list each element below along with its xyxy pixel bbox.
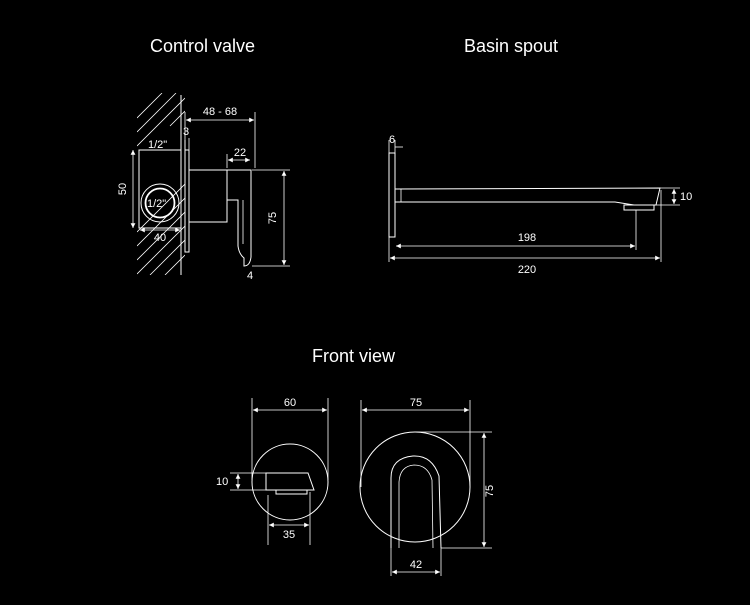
dim-depth: 48 - 68 — [203, 106, 237, 118]
spout-tube — [394, 187, 661, 206]
dim-handle-height: 75 — [267, 212, 279, 224]
dim-handle-tip: 4 — [247, 270, 253, 282]
valve-body — [188, 169, 228, 223]
dim-handle-width: 42 — [410, 559, 422, 571]
wall-hatch — [137, 93, 185, 275]
dim-spout-outlet-height: 10 — [216, 476, 228, 488]
dim-plate: 6 — [389, 134, 395, 146]
dim-thread-center: 1/2" — [147, 198, 166, 210]
dim-plate-thickness: 3 — [183, 126, 189, 138]
dim-box-width: 40 — [154, 232, 166, 244]
dim-valve-height: 75 — [484, 485, 496, 497]
control-valve-side-view: 48 - 68 3 1/2" 1/2" 22 50 40 75 4 — [117, 93, 290, 282]
dim-outlet: 10 — [680, 191, 692, 203]
front-handle — [390, 455, 442, 549]
valve-handle — [227, 169, 252, 267]
front-view-spout: 60 10 35 — [216, 397, 329, 545]
dim-length: 220 — [518, 264, 536, 276]
front-view-valve: 75 75 42 — [359, 397, 496, 576]
dim-reach: 198 — [518, 232, 536, 244]
basin-spout-side-view: 6 10 198 220 — [388, 134, 692, 276]
front-view-title: Front view — [312, 346, 396, 366]
dim-valve-diameter: 75 — [410, 397, 422, 409]
control-valve-title: Control valve — [150, 36, 256, 56]
basin-spout-title: Basin spout — [464, 36, 559, 56]
dim-body: 22 — [234, 147, 246, 159]
dim-box-height: 50 — [117, 183, 129, 195]
dim-spout-outlet-width: 35 — [283, 529, 295, 541]
dim-spout-diameter: 60 — [284, 397, 296, 409]
dim-thread-top: 1/2" — [148, 139, 167, 151]
